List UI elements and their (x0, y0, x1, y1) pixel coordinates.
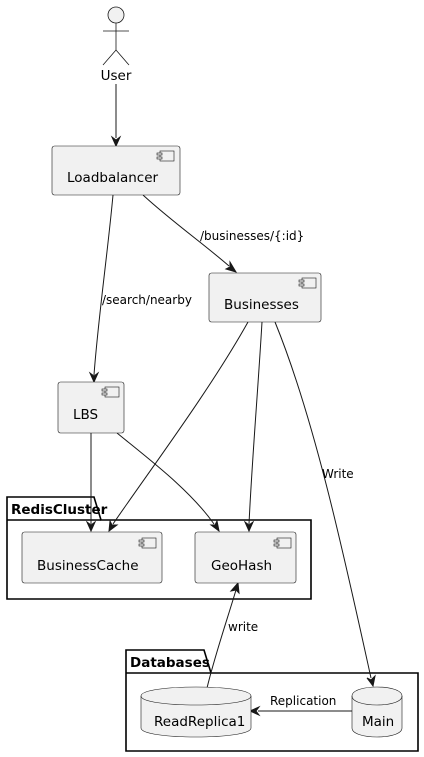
lbs-label: LBS (73, 407, 98, 423)
geohash-component[interactable]: GeoHash (194, 531, 297, 584)
user-actor: User (101, 6, 132, 84)
lbs-component[interactable]: LBS (57, 381, 125, 434)
businesscache-label: BusinessCache (37, 558, 139, 574)
label-businesses-route: /businesses/{:id} (200, 229, 304, 243)
edge-readreplica-geohash (206, 589, 237, 689)
redis-cluster-label: RedisCluster (11, 502, 108, 518)
edge-businesses-businesscache (112, 321, 249, 525)
label-write-geohash: write (228, 620, 258, 634)
databases-label: Databases (130, 655, 210, 671)
label-write-main: Write (322, 467, 354, 481)
arrowhead (88, 371, 100, 384)
businesscache-component[interactable]: BusinessCache (21, 531, 163, 584)
loadbalancer-label: Loadbalancer (67, 170, 159, 186)
arrowhead (366, 674, 376, 688)
arrowhead (229, 581, 240, 595)
readreplica-label: ReadReplica1 (154, 714, 245, 730)
geohash-label: GeoHash (211, 558, 272, 574)
component-icon (156, 150, 175, 162)
businesses-component[interactable]: Businesses (208, 272, 322, 323)
businesses-label: Businesses (224, 297, 299, 313)
component-icon (101, 386, 120, 398)
label-replication: Replication (270, 694, 336, 708)
user-icon (102, 6, 130, 66)
component-icon (298, 277, 317, 289)
edge-businesses-geohash (248, 321, 263, 525)
arrowhead (209, 519, 220, 533)
edge-lbs-geohash (116, 432, 215, 525)
edge-loadbalancer-lbs (93, 194, 114, 376)
arrowhead (224, 260, 238, 273)
main-label: Main (362, 714, 394, 730)
arrowhead (110, 135, 122, 148)
edge-loadbalancer-businesses (142, 194, 230, 267)
edges: /businesses/{:id} /search/nearby Write w… (85, 84, 376, 717)
readreplica-database[interactable]: ReadReplica1 (140, 686, 252, 738)
user-label: User (101, 68, 132, 84)
edge-businesses-main (274, 321, 372, 679)
main-database[interactable]: Main (351, 686, 403, 738)
component-icon (138, 537, 157, 549)
arrowhead (85, 520, 97, 533)
arrowhead (243, 520, 255, 533)
arrowhead (248, 705, 261, 717)
label-search-route: /search/nearby (102, 293, 192, 307)
arrowhead (108, 519, 119, 533)
component-icon (273, 537, 292, 549)
loadbalancer-component[interactable]: Loadbalancer (51, 145, 181, 196)
